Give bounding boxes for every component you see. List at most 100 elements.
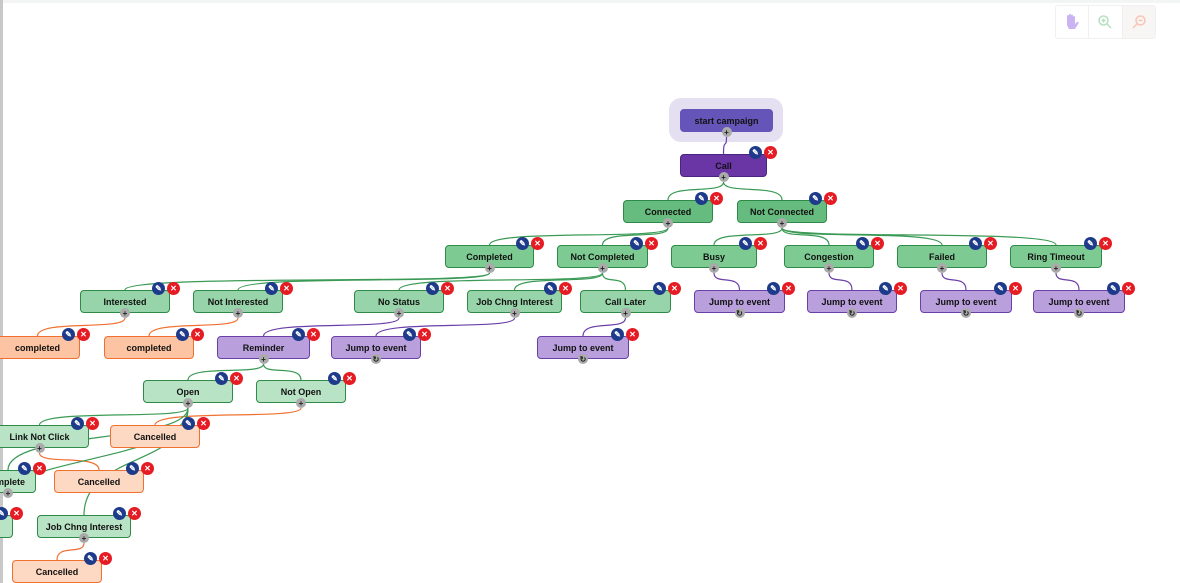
node-complete[interactable]: mplete✎✕+ [0, 462, 46, 498]
node-cancelled2[interactable]: Cancelled✎✕ [54, 462, 154, 493]
delete-icon[interactable]: ✕ [894, 282, 907, 295]
add-child-handle[interactable]: + [509, 308, 520, 318]
delete-icon[interactable]: ✕ [645, 237, 658, 250]
add-child-handle[interactable]: + [824, 263, 834, 273]
edit-icon[interactable]: ✎ [176, 328, 189, 341]
delete-icon[interactable]: ✕ [141, 462, 154, 475]
edit-icon[interactable]: ✎ [126, 462, 139, 475]
delete-icon[interactable]: ✕ [782, 282, 795, 295]
pan-button[interactable] [1056, 6, 1090, 38]
edit-icon[interactable]: ✎ [879, 282, 892, 295]
edit-icon[interactable]: ✎ [695, 192, 708, 205]
node-ringtimeout[interactable]: Ring Timeout✎✕+ [1010, 237, 1112, 273]
add-child-handle[interactable]: + [34, 443, 45, 453]
delete-icon[interactable]: ✕ [1009, 282, 1022, 295]
edit-icon[interactable]: ✎ [71, 417, 84, 430]
edit-icon[interactable]: ✎ [0, 507, 8, 520]
edit-icon[interactable]: ✎ [18, 462, 31, 475]
reload-icon[interactable]: ↻ [847, 308, 857, 318]
edit-icon[interactable]: ✎ [328, 372, 341, 385]
node-jump3[interactable]: Jump to event✎✕↻ [920, 282, 1022, 318]
delete-icon[interactable]: ✕ [824, 192, 837, 205]
add-child-handle[interactable]: + [79, 533, 89, 543]
edit-icon[interactable]: ✎ [809, 192, 822, 205]
node-failed[interactable]: Failed✎✕+ [897, 237, 997, 273]
edit-icon[interactable]: ✎ [630, 237, 643, 250]
delete-icon[interactable]: ✕ [1099, 237, 1112, 250]
delete-icon[interactable]: ✕ [77, 328, 90, 341]
node-notconnected[interactable]: Not Connected✎✕+ [737, 192, 837, 228]
node-connected[interactable]: Connected✎✕+ [623, 192, 723, 228]
node-linknotclick[interactable]: Link Not Click✎✕+ [0, 417, 99, 453]
delete-icon[interactable]: ✕ [191, 328, 204, 341]
node-jump5[interactable]: Jump to event✎✕↻ [331, 328, 431, 364]
edit-icon[interactable]: ✎ [653, 282, 666, 295]
delete-icon[interactable]: ✕ [754, 237, 767, 250]
node-jobchng[interactable]: Job Chng Interest✎✕+ [467, 282, 572, 318]
add-child-handle[interactable]: + [183, 398, 193, 408]
node-calllater[interactable]: Call Later✎✕+ [580, 282, 681, 318]
reload-icon[interactable]: ↻ [1074, 308, 1084, 318]
add-child-handle[interactable]: + [233, 308, 243, 318]
edit-icon[interactable]: ✎ [84, 552, 97, 565]
delete-icon[interactable]: ✕ [531, 237, 544, 250]
edit-icon[interactable]: ✎ [749, 146, 762, 159]
add-child-handle[interactable]: + [721, 127, 732, 137]
node-reminder[interactable]: Reminder✎✕+ [217, 328, 320, 364]
delete-icon[interactable]: ✕ [418, 328, 431, 341]
reload-icon[interactable]: ↻ [734, 308, 745, 318]
add-child-handle[interactable]: + [620, 308, 631, 318]
edit-icon[interactable]: ✎ [969, 237, 982, 250]
zoom-in-button[interactable] [1089, 6, 1123, 38]
delete-icon[interactable]: ✕ [128, 507, 141, 520]
node-notopen[interactable]: Not Open✎✕+ [256, 372, 356, 408]
node-cancelled1[interactable]: Cancelled✎✕ [110, 417, 210, 448]
delete-icon[interactable]: ✕ [984, 237, 997, 250]
node-jump1[interactable]: Jump to event✎✕↻ [694, 282, 795, 318]
edit-icon[interactable]: ✎ [426, 282, 439, 295]
edit-icon[interactable]: ✎ [182, 417, 195, 430]
reload-icon[interactable]: ↻ [578, 354, 588, 364]
edit-icon[interactable]: ✎ [152, 282, 165, 295]
edit-icon[interactable]: ✎ [265, 282, 278, 295]
reload-icon[interactable]: ↻ [961, 308, 971, 318]
delete-icon[interactable]: ✕ [167, 282, 180, 295]
delete-icon[interactable]: ✕ [441, 282, 454, 295]
add-child-handle[interactable]: + [296, 398, 306, 408]
delete-icon[interactable]: ✕ [86, 417, 99, 430]
edit-icon[interactable]: ✎ [403, 328, 416, 341]
delete-icon[interactable]: ✕ [280, 282, 293, 295]
node-jump4[interactable]: Jump to event✎✕↻ [1033, 282, 1135, 318]
delete-icon[interactable]: ✕ [626, 328, 639, 341]
node-jump6[interactable]: Jump to event✎✕↻ [537, 328, 639, 364]
edit-icon[interactable]: ✎ [611, 328, 624, 341]
add-child-handle[interactable]: + [120, 308, 130, 318]
delete-icon[interactable]: ✕ [668, 282, 681, 295]
edit-icon[interactable]: ✎ [215, 372, 228, 385]
node-jobchng2[interactable]: Job Chng Interest✎✕+ [37, 507, 141, 543]
delete-icon[interactable]: ✕ [559, 282, 572, 295]
delete-icon[interactable]: ✕ [230, 372, 243, 385]
node-interested[interactable]: Interested✎✕+ [80, 282, 180, 318]
node-start[interactable]: start campaign+ [680, 109, 773, 137]
delete-icon[interactable]: ✕ [343, 372, 356, 385]
delete-icon[interactable]: ✕ [871, 237, 884, 250]
add-child-handle[interactable]: + [937, 263, 947, 273]
node-nostatus[interactable]: No Status✎✕+ [354, 282, 454, 318]
add-child-handle[interactable]: + [1051, 263, 1061, 273]
edit-icon[interactable]: ✎ [516, 237, 529, 250]
node-busy[interactable]: Busy✎✕+ [671, 237, 767, 273]
add-child-handle[interactable]: + [597, 263, 608, 273]
node-hidden[interactable]: ✎✕+ [0, 507, 23, 538]
edit-icon[interactable]: ✎ [62, 328, 75, 341]
add-child-handle[interactable]: + [484, 263, 495, 273]
node-open[interactable]: Open✎✕+ [143, 372, 243, 408]
add-child-handle[interactable]: + [777, 218, 787, 228]
edit-icon[interactable]: ✎ [739, 237, 752, 250]
node-jump2[interactable]: Jump to event✎✕↻ [807, 282, 907, 318]
node-notcompleted[interactable]: Not Completed✎✕+ [557, 237, 658, 273]
edit-icon[interactable]: ✎ [544, 282, 557, 295]
node-completed[interactable]: Completed✎✕+ [445, 237, 544, 273]
node-congestion[interactable]: Congestion✎✕+ [784, 237, 884, 273]
edit-icon[interactable]: ✎ [994, 282, 1007, 295]
